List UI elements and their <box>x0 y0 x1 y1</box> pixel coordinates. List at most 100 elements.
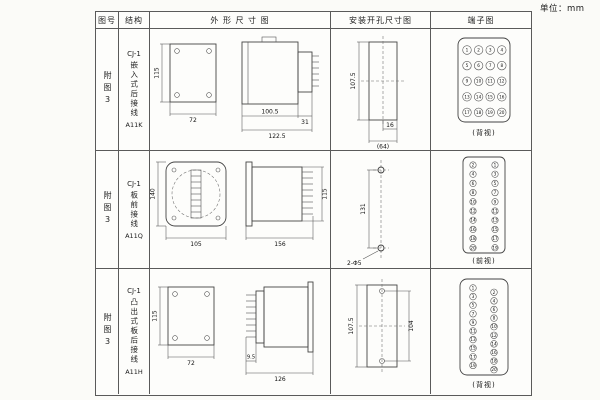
dim-body-width: 156 <box>274 241 286 248</box>
terminal-number: 17 <box>470 354 476 359</box>
fig-cell-row3: 附图3 <box>96 269 119 394</box>
terminal-circle-7 <box>485 60 495 70</box>
terminal-circle-10 <box>468 197 476 205</box>
dim-body-width: 100.5 <box>261 108 278 115</box>
terminal-number: 20 <box>499 109 505 114</box>
terminal-number: 7 <box>488 63 491 68</box>
outline-cell-row1: 115 72 100.5 31 122.5 <box>150 29 331 151</box>
terminal-circle-13 <box>468 335 477 343</box>
terminal-circle-12 <box>468 206 476 214</box>
terminal-circle-12 <box>489 331 498 339</box>
terminal-number: 15 <box>492 226 498 231</box>
terminal-number: 9 <box>465 78 468 83</box>
terminal-circle-6 <box>468 179 476 187</box>
fig-label: 附图3 <box>103 313 112 350</box>
dim-total-width: 126 <box>274 376 286 383</box>
dim-front-height: 115 <box>152 310 159 322</box>
terminal-circle-17 <box>461 107 472 117</box>
terminal-number: 20 <box>470 245 476 250</box>
front-view: 140 105 <box>150 161 227 248</box>
model-label: CJ-1 <box>127 287 141 296</box>
terminal-circle-12 <box>496 76 506 86</box>
terminal-number: 4 <box>492 298 495 303</box>
terminal-circle-8 <box>489 313 498 322</box>
install-cell-row2: 131 2-Φ5 <box>331 151 431 269</box>
terminal-circle-7 <box>468 309 477 317</box>
terminal-number: 16 <box>491 350 497 355</box>
terminal-number: 6 <box>471 180 474 185</box>
terminal-number: 3 <box>493 171 496 176</box>
terminal-circle-1 <box>490 161 498 169</box>
terminal-number: 5 <box>471 302 474 307</box>
side-view: 100.5 31 122.5 <box>241 36 319 140</box>
terminal-number: 9 <box>493 199 496 204</box>
terminal-number: 8 <box>471 190 474 195</box>
terminal-circle-6 <box>473 60 483 70</box>
terminal-number: 9 <box>471 319 474 324</box>
terminal-number: 7 <box>493 190 496 195</box>
terminal-circle-14 <box>473 91 483 101</box>
terminal-number: 2 <box>471 162 474 167</box>
dim-front-height: 140 <box>150 188 157 200</box>
terminal-number: 14 <box>491 341 497 346</box>
terminal-circle-4 <box>489 296 498 305</box>
terminal-circle-13 <box>490 216 498 224</box>
terminal-circle-1 <box>461 44 472 55</box>
code-label: A11H <box>125 367 143 376</box>
terminal-circle-9 <box>490 197 498 205</box>
dimension-table: 图号 结构 外 形 尺 寸 图 安装开孔尺寸图 端子图 附图3 CJ-1 嵌入式… <box>95 11 532 396</box>
install-cell-row3: 107.5 104 <box>331 269 431 394</box>
model-label: CJ-1 <box>127 50 141 58</box>
install-drawing-row2: 131 2-Φ5 <box>347 159 389 267</box>
header-install-label: 安装开孔尺寸图 <box>349 15 412 25</box>
install-drawing-row1: 107.5 16 (64) <box>350 35 405 150</box>
dim-front-height: 115 <box>154 67 161 79</box>
terminal-number: 8 <box>500 63 503 68</box>
terminal-circle-2 <box>489 288 498 296</box>
dim-side-height: 115 <box>322 188 329 200</box>
terminal-number: 19 <box>487 109 493 114</box>
terminal-number: 4 <box>500 47 503 52</box>
structure-label: 凸出式板后接线 <box>129 298 139 365</box>
terminal-circle-15 <box>485 91 495 101</box>
structure-cell-row3: CJ-1 凸出式板后接线 A11H <box>119 269 150 394</box>
terminal-circle-7 <box>490 188 498 196</box>
outline-cell-row3: 115 72 9.5 126 <box>150 269 331 394</box>
header-outline: 外 形 尺 寸 图 <box>150 12 331 29</box>
terminal-circle-3 <box>490 170 498 178</box>
structure-label: 板前接线 <box>129 190 139 229</box>
terminal-circle-15 <box>468 344 477 352</box>
header-outline-label: 外 形 尺 寸 图 <box>210 15 270 25</box>
terminal-circle-14 <box>489 339 498 347</box>
hole-spec-label: 2-Φ5 <box>347 260 362 267</box>
terminal-number: 17 <box>464 109 470 114</box>
terminal-circle-5 <box>461 60 472 70</box>
terminal-number: 16 <box>470 226 476 231</box>
dim-front-width: 72 <box>189 117 197 124</box>
terminal-circle-1 <box>468 283 477 292</box>
header-fig-label: 图号 <box>98 15 116 25</box>
terminal-circle-4 <box>496 44 506 55</box>
terminal-circle-11 <box>468 326 477 335</box>
terminal-circle-3 <box>468 292 477 300</box>
dim-pin-width: 9.5 <box>247 354 255 360</box>
dim-install-w2: (64) <box>377 143 389 150</box>
terminal-circle-20 <box>496 107 506 117</box>
terminal-number: 3 <box>471 294 474 299</box>
front-view: 115 72 <box>152 286 215 367</box>
terminal-number: 18 <box>491 358 497 363</box>
dim-install-height2: 104 <box>408 320 415 332</box>
outline-drawing-row2: 140 105 115 156 <box>150 161 329 248</box>
terminal-number: 2 <box>477 47 480 52</box>
outline-drawing-row1: 115 72 100.5 31 122.5 <box>154 36 319 140</box>
model-label: CJ-1 <box>127 179 141 188</box>
dim-install-height: 107.5 <box>348 317 355 334</box>
terminal-circle-5 <box>468 301 477 309</box>
terminal-circle-18 <box>468 234 476 242</box>
terminal-number: 16 <box>499 94 505 99</box>
